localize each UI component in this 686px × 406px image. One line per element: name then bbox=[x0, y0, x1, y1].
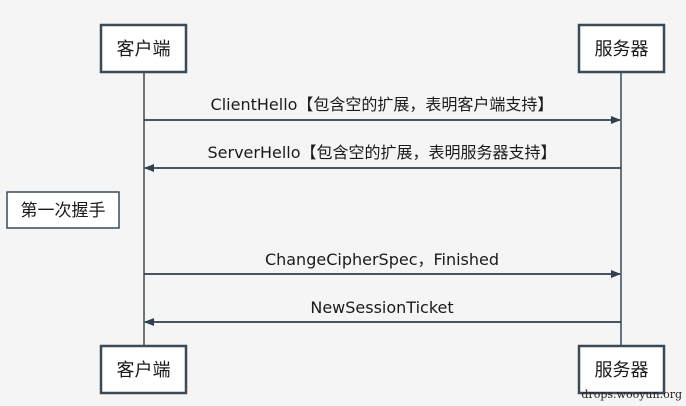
server-actor-top-label: 服务器 bbox=[595, 39, 649, 60]
message-change-cipher-spec-label: ChangeCipherSpec，Finished bbox=[265, 250, 499, 269]
message-new-session-ticket-label: NewSessionTicket bbox=[310, 298, 453, 317]
message-change-cipher-spec: ChangeCipherSpec，Finished bbox=[144, 250, 621, 278]
watermark-text: drops.wooyun.org bbox=[581, 388, 682, 401]
server-actor-top: 服务器 bbox=[577, 23, 666, 74]
message-server-hello: ServerHello【包含空的扩展，表明服务器支持】 bbox=[144, 143, 621, 172]
server-actor-bottom-label: 服务器 bbox=[595, 360, 649, 381]
message-server-hello-label: ServerHello【包含空的扩展，表明服务器支持】 bbox=[207, 143, 556, 162]
client-actor-top-label: 客户端 bbox=[117, 39, 171, 60]
server-actor-bottom: 服务器 bbox=[577, 344, 666, 395]
message-new-session-ticket: NewSessionTicket bbox=[144, 298, 621, 326]
message-client-hello: ClientHello【包含空的扩展，表明客户端支持】 bbox=[144, 95, 621, 124]
client-actor-bottom-label: 客户端 bbox=[117, 360, 171, 381]
message-client-hello-label: ClientHello【包含空的扩展，表明客户端支持】 bbox=[211, 95, 554, 114]
client-actor-top: 客户端 bbox=[99, 23, 188, 74]
handshake-note-label: 第一次握手 bbox=[21, 201, 106, 221]
handshake-note: 第一次握手 bbox=[6, 191, 120, 229]
client-actor-bottom: 客户端 bbox=[99, 344, 188, 395]
